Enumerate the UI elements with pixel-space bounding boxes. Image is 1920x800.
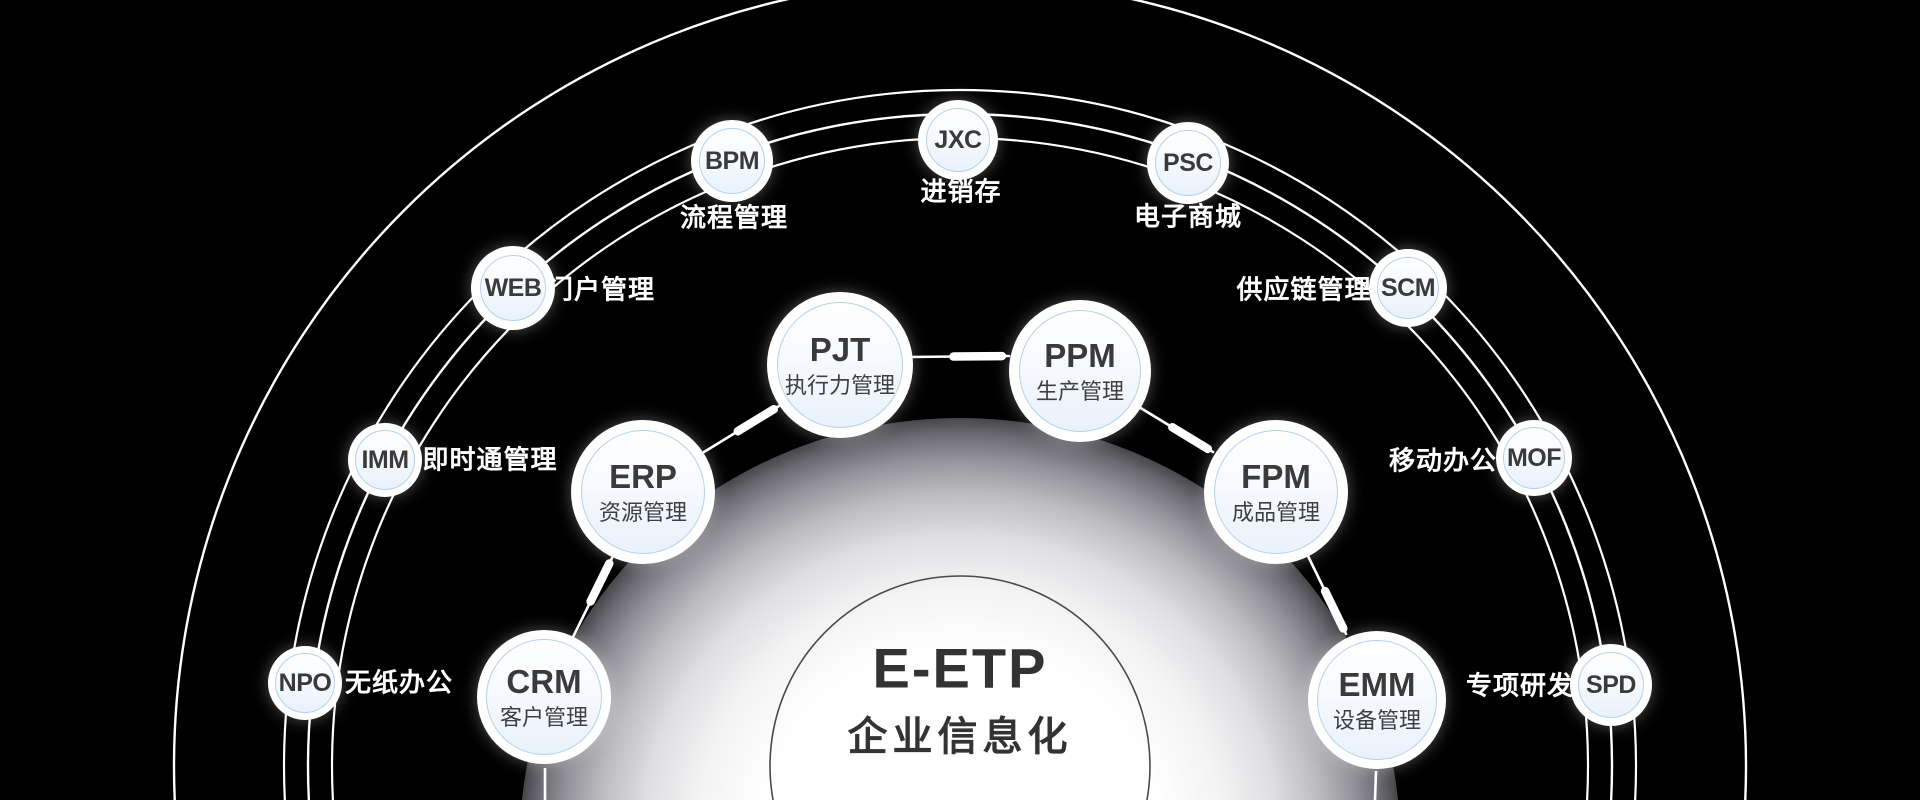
link-capsule-crm-erp bbox=[586, 559, 614, 606]
node-acronym-imm: IMM bbox=[361, 445, 409, 474]
node-label-web: 门户管理 bbox=[546, 274, 656, 305]
link-stub-emm bbox=[1373, 770, 1378, 800]
node-pjt: PJT 执行力管理 bbox=[767, 292, 913, 438]
node-acronym-jxc: JXC bbox=[934, 125, 982, 154]
node-ring-web: WEB bbox=[480, 255, 546, 321]
node-scm: SCM bbox=[1369, 249, 1447, 327]
hub-acronym: E-ETP bbox=[872, 636, 1048, 700]
node-title-emm: 设备管理 bbox=[1332, 708, 1421, 733]
link-capsule-erp-pjt bbox=[733, 404, 778, 436]
node-npo: NPO bbox=[268, 646, 342, 720]
node-acronym-crm: CRM bbox=[506, 663, 582, 700]
node-label-bpm: 流程管理 bbox=[679, 202, 789, 233]
node-ring-crm: CRM 客户管理 bbox=[486, 639, 602, 755]
node-ring-fpm: FPM 成品管理 bbox=[1214, 430, 1338, 554]
node-title-pjt: 执行力管理 bbox=[784, 373, 895, 398]
node-mof: MOF bbox=[1496, 420, 1572, 496]
node-emm: EMM 设备管理 bbox=[1308, 631, 1446, 769]
node-acronym-npo: NPO bbox=[278, 668, 332, 697]
node-ring-mof: MOF bbox=[1503, 427, 1565, 489]
node-label-imm: 即时通管理 bbox=[422, 444, 558, 475]
node-links bbox=[543, 351, 1378, 800]
node-ring-bpm: BPM bbox=[699, 128, 765, 194]
node-acronym-ppm: PPM bbox=[1044, 337, 1116, 374]
node-acronym-bpm: BPM bbox=[704, 146, 760, 175]
node-acronym-pjt: PJT bbox=[809, 331, 871, 368]
node-acronym-mof: MOF bbox=[1506, 443, 1562, 472]
node-ring-jxc: JXC bbox=[926, 108, 990, 172]
orbit-ring bbox=[173, 0, 1747, 800]
node-spd: SPD bbox=[1570, 644, 1652, 726]
node-title-crm: 客户管理 bbox=[499, 705, 588, 730]
node-bpm: BPM bbox=[691, 120, 773, 202]
node-ring-npo: NPO bbox=[275, 653, 335, 713]
node-acronym-erp: ERP bbox=[609, 458, 677, 495]
node-ring-emm: EMM 设备管理 bbox=[1317, 640, 1437, 760]
node-label-mof: 移动办公 bbox=[1388, 445, 1498, 476]
node-erp: ERP 资源管理 bbox=[571, 420, 715, 564]
node-label-scm: 供应链管理 bbox=[1236, 274, 1372, 305]
node-title-fpm: 成品管理 bbox=[1231, 500, 1320, 525]
node-label-spd: 专项研发 bbox=[1465, 670, 1575, 701]
node-acronym-web: WEB bbox=[484, 273, 542, 302]
node-web: WEB bbox=[471, 246, 555, 330]
node-ppm: PPM 生产管理 bbox=[1009, 300, 1151, 442]
node-imm: IMM bbox=[348, 423, 422, 497]
node-title-ppm: 生产管理 bbox=[1035, 379, 1124, 404]
node-ring-ppm: PPM 生产管理 bbox=[1019, 310, 1141, 432]
node-acronym-emm: EMM bbox=[1338, 666, 1416, 703]
node-ring-psc: PSC bbox=[1155, 130, 1221, 196]
node-acronym-psc: PSC bbox=[1163, 148, 1213, 177]
node-psc: PSC bbox=[1147, 122, 1229, 204]
node-label-psc: 电子商城 bbox=[1133, 201, 1243, 232]
node-ring-pjt: PJT 执行力管理 bbox=[777, 302, 903, 428]
node-ring-erp: ERP 资源管理 bbox=[581, 430, 705, 554]
link-capsule-fpm-emm bbox=[1320, 586, 1348, 633]
node-acronym-scm: SCM bbox=[1380, 273, 1436, 302]
link-capsule-ppm-fpm bbox=[1168, 423, 1213, 454]
node-label-npo: 无纸办公 bbox=[344, 667, 454, 698]
node-crm: CRM 客户管理 bbox=[477, 630, 611, 764]
node-fpm: FPM 成品管理 bbox=[1204, 420, 1348, 564]
node-title-erp: 资源管理 bbox=[598, 500, 687, 525]
node-ring-scm: SCM bbox=[1377, 257, 1439, 319]
orbit-ring bbox=[283, 89, 1637, 800]
node-ring-spd: SPD bbox=[1578, 652, 1644, 718]
node-ring-imm: IMM bbox=[355, 430, 415, 490]
node-jxc: JXC bbox=[918, 100, 998, 180]
hub-label: 企业信息化 bbox=[847, 715, 1073, 759]
hub-circle bbox=[769, 575, 1151, 800]
node-acronym-spd: SPD bbox=[1586, 670, 1636, 699]
node-acronym-fpm: FPM bbox=[1241, 458, 1311, 495]
node-label-jxc: 进销存 bbox=[920, 176, 1002, 207]
center-glow bbox=[522, 418, 1398, 800]
